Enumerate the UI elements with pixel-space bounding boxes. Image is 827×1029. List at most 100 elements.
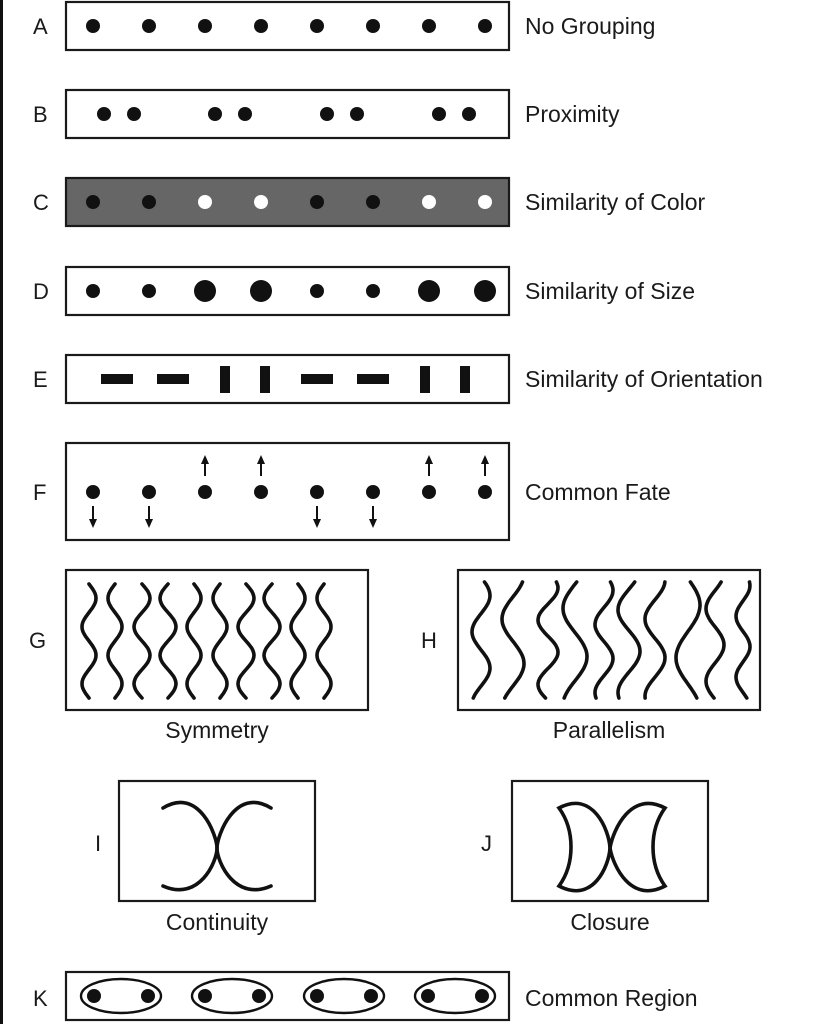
- small-dot: [366, 284, 380, 298]
- panel-box: [456, 568, 762, 712]
- black-dot: [366, 195, 380, 209]
- panel-letter: G: [29, 628, 46, 653]
- dot-row: [97, 107, 476, 121]
- dot: [208, 107, 222, 121]
- dot: [198, 19, 212, 33]
- dot: [86, 19, 100, 33]
- dot: [97, 107, 111, 121]
- dot: [141, 989, 155, 1003]
- dot: [422, 19, 436, 33]
- wavy-line: [470, 580, 492, 700]
- row-letter: F: [33, 480, 46, 505]
- dot: [310, 989, 324, 1003]
- dot: [310, 485, 324, 499]
- region-ellipse: [79, 977, 163, 1015]
- dot: [198, 989, 212, 1003]
- panel-box: [64, 0, 511, 52]
- horizontal-bar: [357, 374, 389, 384]
- small-dot: [86, 284, 100, 298]
- dot-row: [86, 280, 496, 302]
- dot: [475, 989, 489, 1003]
- region-row: [79, 977, 497, 1015]
- black-dot: [142, 195, 156, 209]
- row-letter: C: [33, 190, 49, 215]
- row-label: Similarity of Color: [525, 189, 706, 215]
- arrowhead-up-icon: [425, 455, 433, 464]
- wavy-line-left: [132, 582, 152, 700]
- arrowhead-up-icon: [201, 455, 209, 464]
- dot: [478, 19, 492, 33]
- panel-label: Symmetry: [165, 717, 269, 743]
- row-similarity-color: C Similarity of Color: [33, 176, 706, 228]
- wavy-line-left: [185, 582, 203, 700]
- dot: [198, 485, 212, 499]
- panel-letter: H: [421, 628, 437, 653]
- panel-label: Closure: [570, 909, 649, 935]
- wavy-line: [561, 580, 589, 700]
- panel-parallelism: H Parallelism: [421, 568, 762, 743]
- wavy-line-right: [158, 582, 178, 700]
- dot: [142, 19, 156, 33]
- vertical-bar: [460, 366, 470, 393]
- dot: [320, 107, 334, 121]
- row-no-grouping: A No Grouping: [33, 0, 655, 52]
- row-letter: E: [33, 367, 48, 392]
- panel-box: [64, 441, 511, 542]
- row-label: Similarity of Size: [525, 278, 695, 304]
- row-similarity-size: D Similarity of Size: [33, 265, 695, 317]
- row-common-region: K Common Region: [33, 970, 698, 1022]
- gestalt-diagram: A No Grouping B Proximity C Similarity o…: [29, 0, 763, 1022]
- dot: [254, 19, 268, 33]
- horizontal-bar: [101, 374, 133, 384]
- vertical-bar: [220, 366, 230, 393]
- wavy-line-right: [262, 582, 282, 700]
- white-dot: [254, 195, 268, 209]
- dot: [462, 107, 476, 121]
- row-proximity: B Proximity: [33, 88, 620, 140]
- arrowhead-down-icon: [369, 519, 377, 528]
- wavy-line-left: [289, 582, 307, 700]
- panel-letter: J: [481, 831, 492, 856]
- wavy-line-right: [315, 582, 333, 700]
- dot: [127, 107, 141, 121]
- horizontal-bar: [301, 374, 333, 384]
- panel-box: [64, 353, 511, 405]
- dot: [310, 19, 324, 33]
- arrowhead-down-icon: [313, 519, 321, 528]
- panel-continuity: I Continuity: [95, 779, 317, 935]
- dot: [87, 989, 101, 1003]
- panel-box-dark: [64, 176, 511, 228]
- wavy-lines: [80, 582, 333, 700]
- wavy-line-right: [211, 582, 229, 700]
- dot: [364, 989, 378, 1003]
- bar-row: [101, 366, 470, 393]
- region-ellipse: [190, 977, 274, 1015]
- row-label: Similarity of Orientation: [525, 366, 763, 392]
- dot: [421, 989, 435, 1003]
- dot: [432, 107, 446, 121]
- large-dot: [250, 280, 272, 302]
- wavy-line: [674, 580, 702, 700]
- black-dot: [310, 195, 324, 209]
- panel-box: [64, 265, 511, 317]
- wavy-line: [643, 580, 667, 700]
- wavy-lines: [470, 580, 752, 700]
- wavy-line: [616, 580, 642, 700]
- row-label: Proximity: [525, 101, 620, 127]
- wavy-line-right: [106, 582, 124, 700]
- white-dot: [478, 195, 492, 209]
- panel-closure: J Closure: [481, 779, 710, 935]
- wavy-line: [704, 580, 726, 700]
- dot: [366, 19, 380, 33]
- wavy-line: [593, 580, 615, 700]
- row-similarity-orientation: E Similarity of Orientation: [33, 353, 763, 405]
- row-letter: K: [33, 986, 48, 1011]
- row-letter: B: [33, 102, 48, 127]
- panel-symmetry: G Symmetry: [29, 568, 370, 743]
- wavy-line: [500, 580, 526, 700]
- wavy-line-left: [80, 582, 98, 700]
- dot-row: [86, 19, 492, 33]
- row-common-fate: F Common Fate: [33, 441, 671, 542]
- large-dot: [194, 280, 216, 302]
- dot: [350, 107, 364, 121]
